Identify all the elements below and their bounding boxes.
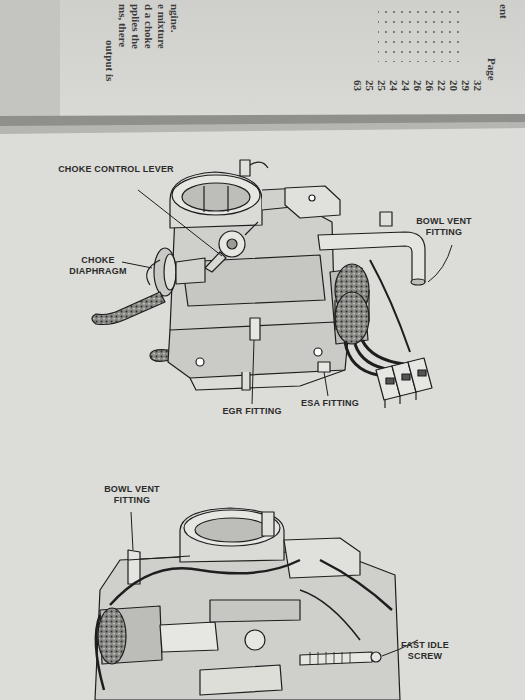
part-label: FAST IDLE SCREW bbox=[392, 640, 458, 662]
page-number: 32 bbox=[472, 80, 484, 91]
page-number: 25 bbox=[376, 80, 388, 91]
page-text-line: output is bbox=[104, 40, 116, 81]
part-label: ESA FITTING bbox=[300, 398, 360, 409]
page-number: 20 bbox=[448, 80, 460, 91]
part-label: BOWL VENT FITTING bbox=[398, 216, 490, 238]
page-number: 26 bbox=[412, 80, 424, 91]
part-label: CHOKE CONTROL LEVER bbox=[56, 164, 176, 175]
page-number: 29 bbox=[460, 80, 472, 91]
part-label: CHOKE DIAPHRAGM bbox=[58, 255, 138, 277]
page-number: 63 bbox=[352, 80, 364, 91]
page-number: 24 bbox=[388, 80, 400, 91]
part-label: EGR FITTING bbox=[222, 406, 282, 417]
page-number: 24 bbox=[400, 80, 412, 91]
contents-heading: Page bbox=[486, 58, 498, 81]
page-text-line: ms, there bbox=[117, 4, 129, 47]
page-number: 26 bbox=[424, 80, 436, 91]
page-number: 22 bbox=[436, 80, 448, 91]
page-text-line: d a choke bbox=[143, 4, 155, 49]
page-text-line: pplies the bbox=[130, 4, 142, 49]
page-text-line: ngine. bbox=[169, 4, 181, 32]
page-number: 25 bbox=[364, 80, 376, 91]
contents-heading: ent bbox=[498, 4, 510, 19]
page-text-line: e mixture bbox=[156, 4, 168, 49]
part-label: BOWL VENT FITTING bbox=[92, 484, 172, 506]
